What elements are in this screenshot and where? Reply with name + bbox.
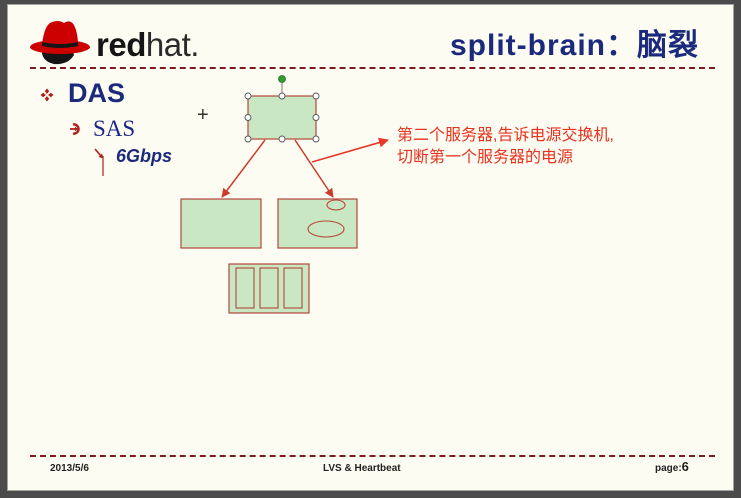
slide: redhat. split-brain：脑裂 DAS SAS 6Gbps + [8,5,733,490]
bullet-6gbps: 6Gbps [116,146,173,166]
logo-text-hat: hat. [145,26,200,63]
bullet-sas: SAS [93,116,136,141]
rotation-handle[interactable] [278,75,286,83]
resize-handle-bottom-left[interactable] [244,135,252,143]
selection-handles [244,92,320,143]
plus-sign: + [197,104,209,126]
storage-disk [259,267,279,309]
right-server-small-ellipse [326,199,346,211]
resize-handle-top-left[interactable] [244,92,252,100]
resize-handle-right[interactable] [312,114,320,121]
footer-title: LVS & Heartbeat [323,463,401,474]
arrow-to-left-server [221,139,266,198]
slide-title: split-brain：脑裂 [449,29,699,62]
footer-divider [30,455,715,457]
header-divider [30,67,715,69]
storage-disk [283,267,303,309]
arrow-to-right-server [294,139,334,198]
storage-disk [235,267,255,309]
page-label: page: [655,463,682,474]
resize-handle-bottom-right[interactable] [312,135,320,143]
page-number: page:6 [655,459,689,475]
resize-handle-top[interactable] [278,92,286,100]
resize-handle-bottom[interactable] [278,135,286,143]
diamond-bullet-icon [40,88,54,102]
split-brain-diagram [180,75,389,314]
callout-line-1: 第二个服务器,告诉电源交换机, [397,127,614,144]
resize-handle-top-right[interactable] [312,92,320,100]
footer-date: 2013/5/6 [50,463,89,474]
bullet-das: DAS [68,78,126,108]
callout-text: 第二个服务器,告诉电源交换机, 切断第一个服务器的电源 [397,125,614,169]
callout-arrow [311,137,389,163]
resize-handle-left[interactable] [244,114,252,121]
logo-text-red: red [96,26,146,63]
redhat-shadowman-icon [30,21,90,65]
page-number-value: 6 [681,459,689,474]
power-switch-box[interactable] [247,95,317,140]
down-right-arrow-icon [94,148,104,176]
circle-arrow-bullet-icon [70,123,80,135]
left-server-box[interactable] [180,198,262,249]
right-server-large-ellipse [307,220,345,238]
redhat-wordmark: redhat. [96,28,199,61]
callout-line-2: 切断第一个服务器的电源 [397,149,574,166]
